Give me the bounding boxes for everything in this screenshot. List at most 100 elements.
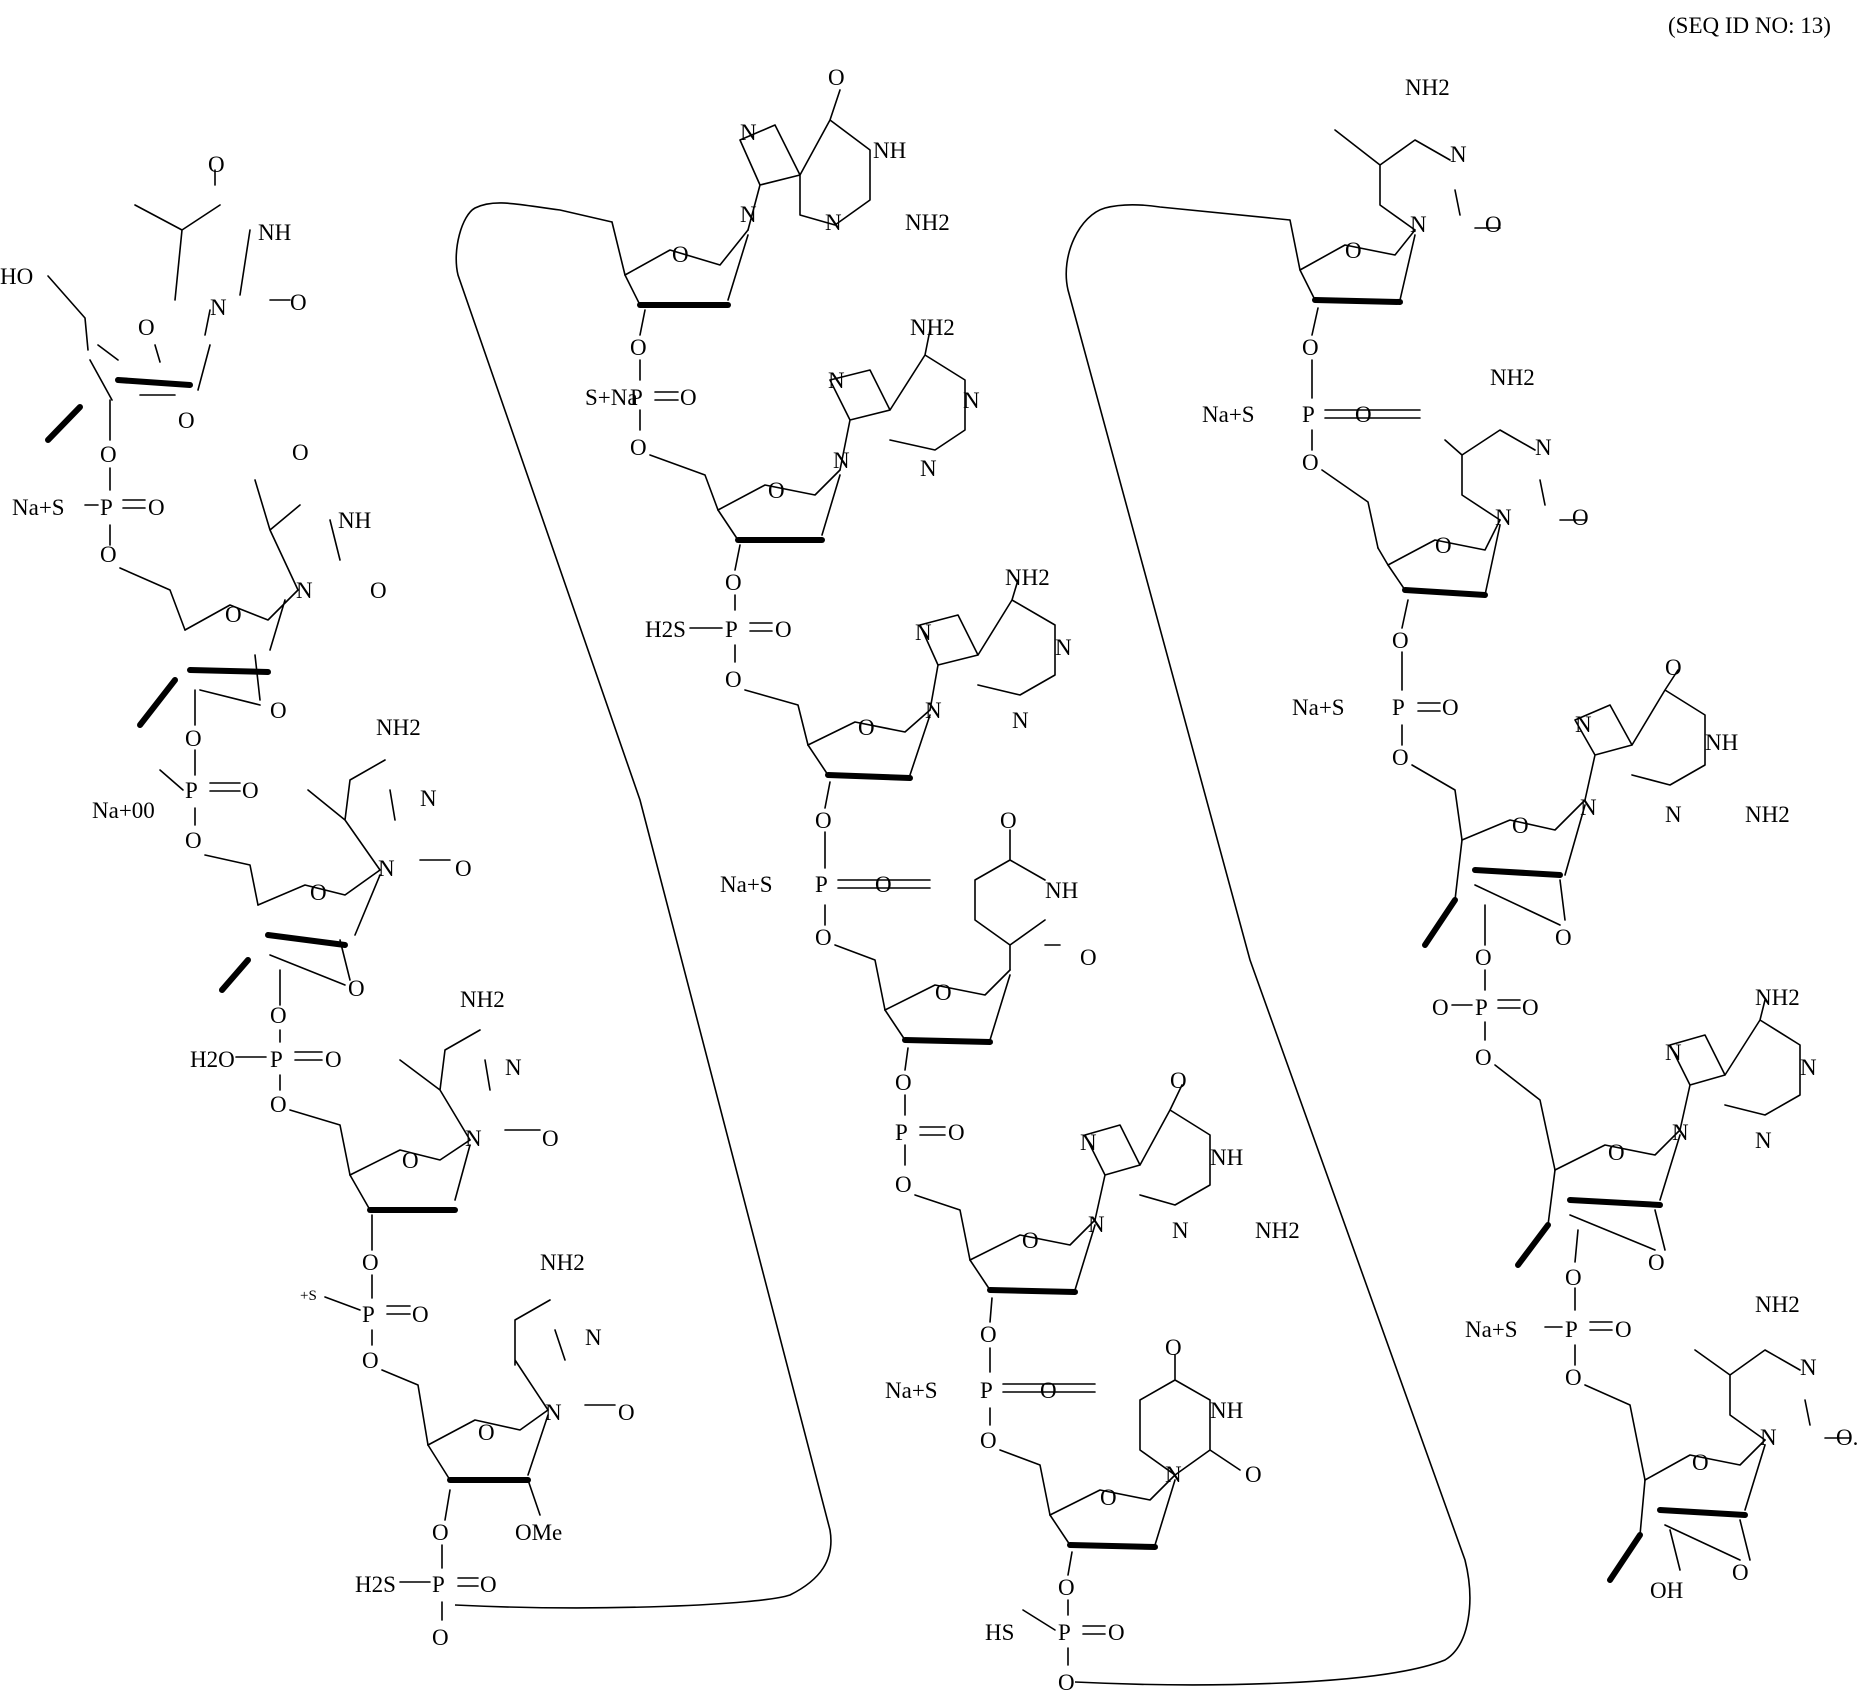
svg-text:O: O — [1565, 1265, 1582, 1290]
svg-text:O: O — [100, 542, 117, 567]
sub-oh: OH — [1650, 1578, 1683, 1603]
svg-text:O: O — [1058, 1575, 1075, 1600]
linker-p: P — [100, 495, 113, 520]
linker-2-6: O HS P O O — [985, 1552, 1125, 1695]
linker-p: P — [432, 1572, 445, 1597]
atom-n: N — [1012, 708, 1029, 733]
linker-1-4: O +S P O O — [300, 1215, 429, 1445]
atom-n: N — [1410, 212, 1427, 237]
linker-o: O — [480, 1572, 497, 1597]
linker-left: O — [1432, 995, 1449, 1020]
atom-n: N — [505, 1055, 522, 1080]
strand-2: O N NH N N NH2 O O S+Na P O O — [585, 65, 1300, 1695]
svg-text:O: O — [432, 1520, 449, 1545]
linker-p: P — [1392, 695, 1405, 720]
nucleotide-1-3: NH2 N N O O O — [222, 715, 472, 1001]
sugar-o: O — [1692, 1450, 1709, 1475]
atom-n: N — [1665, 802, 1682, 827]
atom-nh: NH — [873, 138, 906, 163]
svg-text:O: O — [185, 828, 202, 853]
atom-nh2: NH2 — [1755, 985, 1800, 1010]
linker-o: O — [948, 1120, 965, 1145]
linker-left: Na+S — [1465, 1317, 1518, 1342]
svg-text:O: O — [1475, 945, 1492, 970]
linker-o: O — [242, 778, 259, 803]
atom-o: O. — [1836, 1425, 1858, 1450]
nucleotide-3-4: NH2 N N N N O O — [1518, 985, 1817, 1275]
atom-n: N — [1575, 712, 1592, 737]
svg-text:O: O — [1392, 628, 1409, 653]
atom-o: O — [1485, 212, 1502, 237]
svg-text:O: O — [270, 1003, 287, 1028]
nucleotide-3-2: NH2 N N O O — [1378, 365, 1589, 595]
atom-n: N — [1800, 1355, 1817, 1380]
atom-n: N — [545, 1400, 562, 1425]
atom-nh: NH — [1705, 730, 1738, 755]
atom-nh: NH — [1045, 878, 1078, 903]
svg-text:O: O — [1565, 1365, 1582, 1390]
atom-o: O — [618, 1400, 635, 1425]
linker-1-3: O H2O P O O — [190, 970, 350, 1175]
strand-3: NH2 N N O O O Na+S P O O — [1202, 75, 1858, 1603]
linker-left: HS — [985, 1620, 1014, 1645]
linker-left: H2S — [355, 1572, 396, 1597]
atom-o: O — [1572, 505, 1589, 530]
linker-o: O — [148, 495, 165, 520]
sugar-o: O — [672, 242, 689, 267]
sugar-o: O — [138, 315, 155, 340]
backbone-loop-2 — [1066, 205, 1470, 1685]
svg-text:O: O — [725, 667, 742, 692]
nucleotide-2-6: O NH N O O — [1050, 1335, 1262, 1547]
linker-o: O — [1108, 1620, 1125, 1645]
atom-n: N — [1088, 1212, 1105, 1237]
linker-o: O — [1040, 1378, 1057, 1403]
linker-p: P — [270, 1047, 283, 1072]
atom-n: N — [1760, 1425, 1777, 1450]
atom-nh2: NH2 — [1490, 365, 1535, 390]
linker-left: Na+00 — [92, 798, 155, 823]
atom-n: N — [296, 578, 313, 603]
atom-n: N — [585, 1325, 602, 1350]
sugar-o: O — [402, 1148, 419, 1173]
bridge-o: O — [1555, 925, 1572, 950]
atom-n: N — [915, 620, 932, 645]
linker-1-5: O H2S P O O — [355, 1490, 497, 1650]
atom-o: O — [290, 290, 307, 315]
linker-2-4: O P O O — [895, 1048, 970, 1260]
linker-p: P — [362, 1302, 375, 1327]
atom-n: N — [210, 295, 227, 320]
atom-nh: NH — [338, 508, 371, 533]
linker-p: P — [630, 385, 643, 410]
linker-1-2: O Na+00 P O O — [92, 690, 259, 905]
svg-text:O: O — [1058, 1670, 1075, 1695]
sugar-o: O — [310, 880, 327, 905]
linker-p: P — [1475, 995, 1488, 1020]
linker-2-5: O Na+S P O O — [885, 1298, 1095, 1515]
linker-o: O — [1442, 695, 1459, 720]
linker-left: Na+S — [12, 495, 65, 520]
svg-text:O: O — [895, 1070, 912, 1095]
atom-nh2: NH2 — [1755, 1292, 1800, 1317]
sugar-o: O — [858, 715, 875, 740]
atom-n: N — [1800, 1055, 1817, 1080]
svg-text:O: O — [630, 435, 647, 460]
linker-p: P — [815, 872, 828, 897]
sugar-o: O — [478, 1420, 495, 1445]
svg-text:O: O — [185, 726, 202, 751]
terminal-ho: HO — [0, 264, 33, 289]
nucleotide-2-1: O N NH N N NH2 O — [612, 65, 950, 305]
linker-p: P — [185, 778, 198, 803]
linker-p: P — [1565, 1317, 1578, 1342]
svg-text:O: O — [270, 1092, 287, 1117]
linker-p: P — [1302, 402, 1315, 427]
svg-text:O: O — [362, 1348, 379, 1373]
atom-o: O — [292, 440, 309, 465]
atom-n: N — [828, 368, 845, 393]
atom-nh2: NH2 — [1405, 75, 1450, 100]
linker-3-2: O Na+S P O O — [1292, 600, 1462, 840]
nucleotide-1-5: NH2 N N O O OMe — [428, 1250, 635, 1545]
atom-n: N — [1080, 1130, 1097, 1155]
linker-o: O — [325, 1047, 342, 1072]
linker-2-1: O S+Na P O O — [585, 310, 718, 510]
